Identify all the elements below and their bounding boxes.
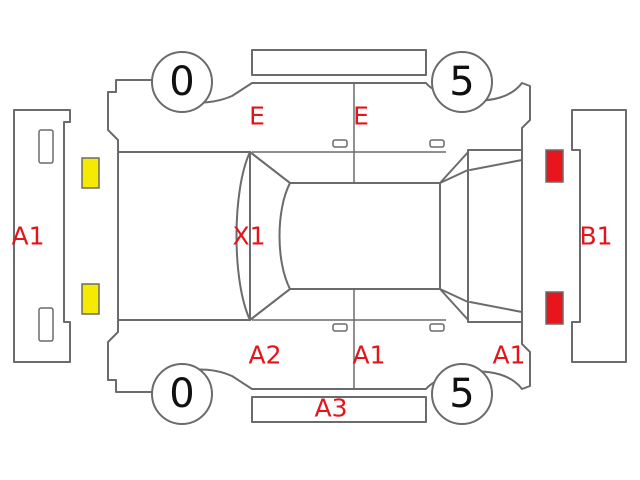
- wheel-bottom-right: [431, 363, 493, 425]
- bottom-front-door-handle: [332, 323, 348, 332]
- rear-window-glass: [469, 159, 523, 313]
- rear-lamp-bottom: [545, 291, 564, 325]
- rear-bumper-panel: [571, 109, 627, 363]
- wheel-bottom-right-value: 5: [449, 371, 474, 417]
- top-sill-panel: [251, 49, 427, 76]
- wheel-top-left-value: 0: [169, 59, 194, 105]
- label-roof: X1: [232, 222, 265, 251]
- label-front-bumper: A1: [11, 222, 44, 251]
- rear-window-outline: [439, 169, 469, 303]
- wheel-bottom-left-value: 0: [169, 371, 194, 417]
- windshield-outline: [235, 151, 251, 321]
- label-bottom-sill: A3: [314, 394, 347, 423]
- label-rear-bumper: B1: [579, 222, 612, 251]
- label-top-rear-door: E: [353, 102, 369, 131]
- front-bumper-slot-top: [38, 129, 54, 164]
- label-bottom-rear-door: A1: [352, 341, 385, 370]
- label-top-front-door: E: [249, 102, 265, 131]
- front-lamp-top: [81, 157, 100, 189]
- wheel-top-left: [151, 51, 213, 113]
- windshield-inner: [249, 151, 291, 321]
- front-bumper-panel: [13, 109, 71, 363]
- top-rear-door-handle: [429, 139, 445, 148]
- rear-lamp-top: [545, 149, 564, 183]
- wheel-top-right: [431, 51, 493, 113]
- bottom-sill-panel: [251, 396, 427, 423]
- front-bumper-slot-bottom: [38, 307, 54, 342]
- hood-panel: [117, 151, 251, 321]
- wheel-bottom-left: [151, 363, 213, 425]
- top-front-door-handle: [332, 139, 348, 148]
- trunk-panel: [467, 149, 523, 323]
- label-bottom-rear-fender: A1: [492, 341, 525, 370]
- front-lamp-bottom: [81, 283, 100, 315]
- label-bottom-front-door: A2: [248, 341, 281, 370]
- bottom-rear-door-handle: [429, 323, 445, 332]
- roof-panel: [289, 182, 441, 290]
- wheel-top-right-value: 5: [449, 59, 474, 105]
